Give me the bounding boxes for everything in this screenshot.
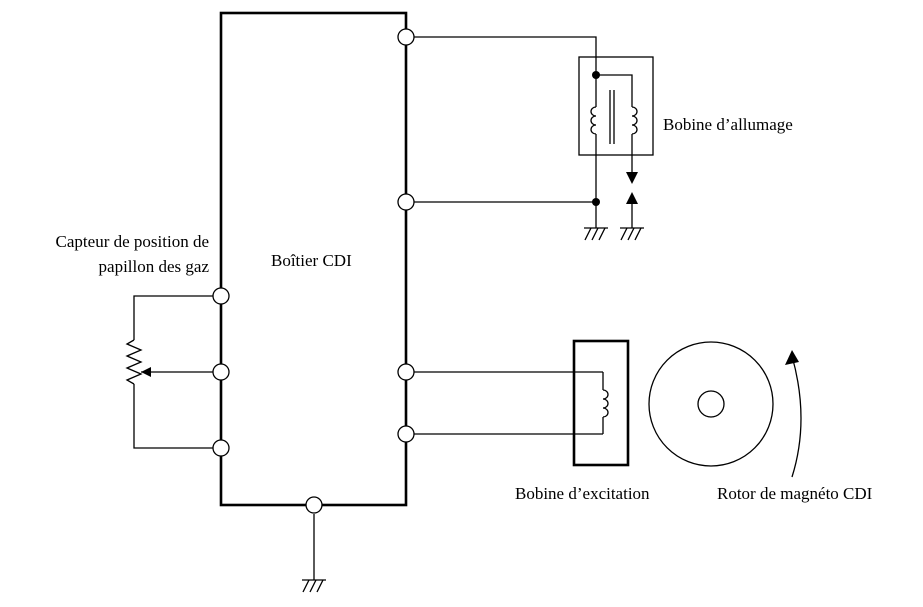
tps-label-line-2: papillon des gaz bbox=[98, 257, 209, 276]
exciter-winding bbox=[602, 389, 609, 418]
cdi-terminal-tps-3 bbox=[212, 439, 230, 457]
exciter-coil-housing bbox=[572, 339, 630, 467]
cdi-terminal-tps-2 bbox=[212, 363, 230, 381]
cdi-terminal-exciter-1 bbox=[397, 363, 415, 381]
secondary-winding bbox=[631, 106, 638, 135]
rotor-outer-circle bbox=[648, 341, 774, 467]
coil-ground-symbol bbox=[584, 227, 608, 241]
ignition-coil-label: Bobine d’allumage bbox=[663, 115, 793, 134]
spark-gap-upper-arrow bbox=[626, 172, 638, 184]
cdi-terminal-exciter-2 bbox=[397, 425, 415, 443]
tps-bottom-wire bbox=[133, 384, 213, 449]
rotor-hub bbox=[697, 390, 725, 418]
tps-top-wire bbox=[133, 295, 213, 340]
spark-gap-lower-arrow bbox=[626, 192, 638, 204]
tps-label-line-1: Capteur de position de bbox=[55, 232, 209, 251]
tps-resistor bbox=[125, 339, 143, 385]
junction-dot-top bbox=[592, 71, 600, 79]
cdi-terminal-ignition-1 bbox=[397, 28, 415, 46]
rotation-arrow bbox=[791, 355, 802, 478]
cdi-ground-symbol bbox=[302, 579, 326, 593]
secondary-wire-top bbox=[596, 74, 633, 107]
rotation-arrowhead bbox=[785, 350, 799, 365]
cdi-terminal-tps-1 bbox=[212, 287, 230, 305]
tps-wiper-arrow bbox=[141, 367, 151, 377]
cdi-box-label: Boîtier CDI bbox=[271, 251, 352, 270]
spark-plug-ground-symbol bbox=[620, 227, 644, 241]
rotor-label: Rotor de magnéto CDI bbox=[717, 484, 873, 503]
ignition-primary-wire-top bbox=[414, 36, 597, 75]
cdi-terminal-ignition-2 bbox=[397, 193, 415, 211]
primary-winding bbox=[590, 106, 597, 135]
ignition-coil-housing bbox=[578, 56, 654, 156]
exciter-coil-label: Bobine d’excitation bbox=[515, 484, 650, 503]
cdi-terminal-ground bbox=[305, 496, 323, 514]
